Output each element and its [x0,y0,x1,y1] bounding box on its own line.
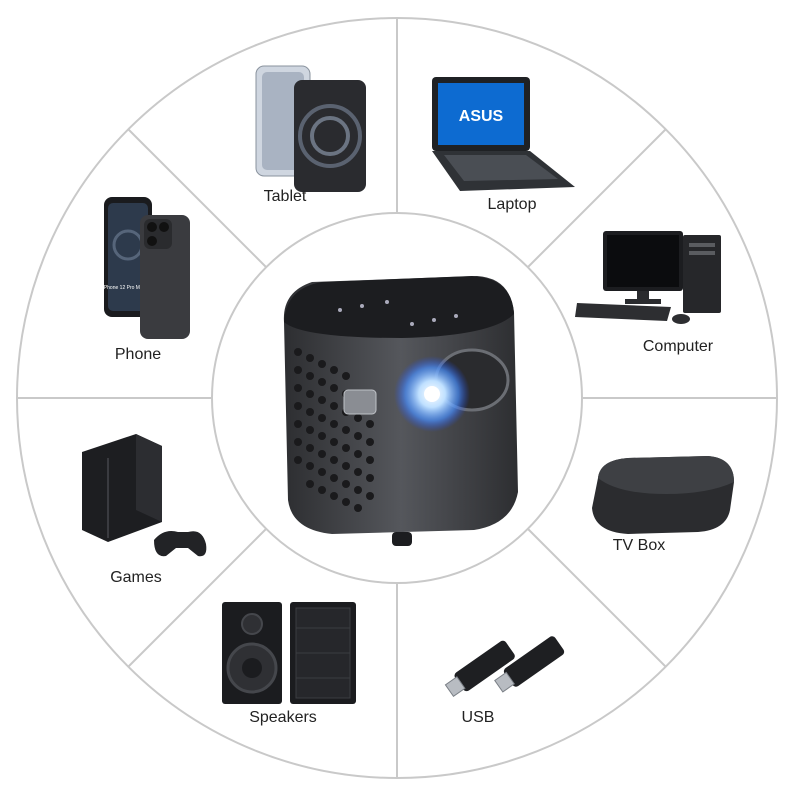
speakers-icon [222,602,356,704]
label-laptop: Laptop [487,196,537,213]
spoke-top-right [527,128,667,268]
phone-screen-text: iPhone 12 Pro Mockup [103,285,154,291]
tv-box-icon [592,456,734,534]
phone-icon: iPhone 12 Pro Mockup [103,197,190,339]
game-console-icon [82,434,207,557]
laptop-brand: ASUS [459,108,504,125]
laptop-icon: ASUS [432,77,575,191]
spokes [17,18,777,778]
spoke-top-left [127,128,267,268]
label-games: Games [110,569,162,586]
label-usb: USB [461,709,495,726]
label-tablet: Tablet [263,188,307,205]
label-tv-box: TV Box [612,537,666,554]
label-phone: Phone [114,346,162,363]
label-computer: Computer [642,338,714,355]
projector-icon [283,276,518,546]
usb-drive-icon [444,636,565,698]
tablet-icon [255,65,366,192]
label-speakers: Speakers [249,709,317,726]
spoke-bottom-left [127,528,267,668]
spoke-bottom-right [527,528,667,668]
desktop-computer-icon [575,231,721,324]
